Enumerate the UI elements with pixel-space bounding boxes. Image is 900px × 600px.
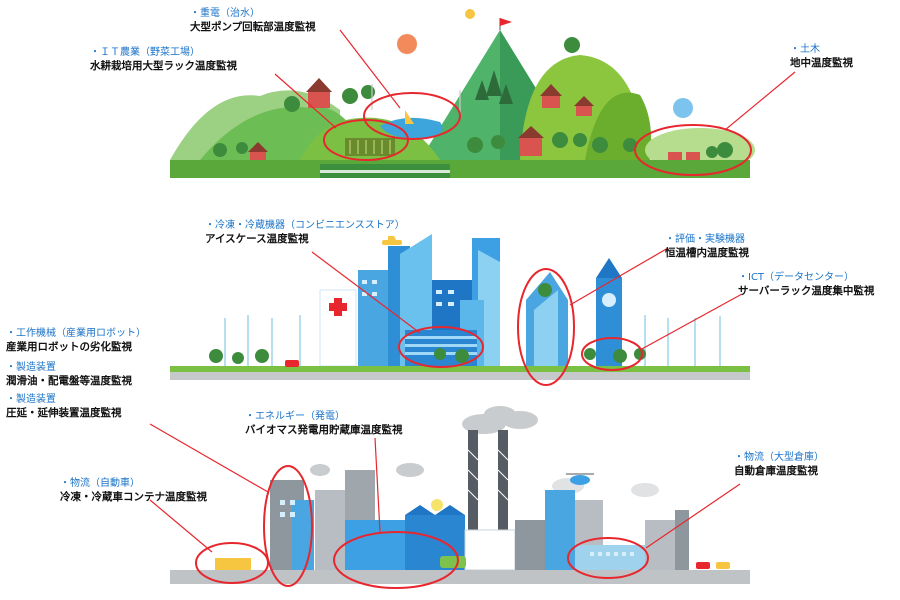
category-text: ・物流（大型倉庫） bbox=[734, 452, 824, 463]
highlight-truck bbox=[195, 542, 269, 584]
description-text: 圧延・延伸装置温度監視 bbox=[6, 406, 122, 419]
highlight-server-rack bbox=[581, 337, 643, 371]
warehouse bbox=[575, 545, 645, 570]
highlight-ice-case bbox=[398, 326, 484, 368]
lamp-icon bbox=[431, 499, 443, 511]
label-ict: ・ICT（データセンター） サーバーラック温度集中監視 bbox=[738, 272, 874, 298]
countryside-scene bbox=[170, 9, 796, 178]
description-text: 恒温槽内温度監視 bbox=[665, 246, 749, 259]
category-text: ・評価・実験機器 bbox=[665, 234, 745, 245]
description-text: アイスケース温度監視 bbox=[205, 232, 309, 245]
label-civil-engineering: ・土木 地中温度監視 bbox=[790, 44, 853, 70]
description-text: バイオマス発電用貯蔵庫温度監視 bbox=[245, 423, 403, 436]
category-text: ・エネルギー（発電） bbox=[245, 411, 345, 422]
category-text: ・製造装置 bbox=[6, 362, 56, 373]
city-scene bbox=[170, 234, 750, 386]
label-manufacturing-2: ・製造装置 圧延・延伸装置温度監視 bbox=[6, 394, 122, 420]
description-text: 産業用ロボットの劣化監視 bbox=[6, 340, 132, 353]
sun-icon bbox=[465, 9, 475, 19]
category-text: ・ＩＴ農業（野菜工場） bbox=[90, 47, 200, 58]
lake bbox=[380, 117, 443, 139]
industry-scene bbox=[149, 406, 750, 589]
highlight-biomass bbox=[333, 531, 459, 589]
label-manufacturing-1: ・製造装置 潤滑油・配電盤等温度監視 bbox=[6, 362, 132, 388]
highlight-ground bbox=[634, 124, 752, 176]
ground bbox=[170, 160, 750, 178]
label-it-agriculture: ・ＩＴ農業（野菜工場） 水耕栽培用大型ラック温度監視 bbox=[90, 47, 237, 73]
airplane-icon bbox=[382, 236, 402, 245]
highlight-thermostatic bbox=[517, 268, 575, 386]
category-text: ・土木 bbox=[790, 44, 820, 55]
description-text: 大型ポンプ回転部温度監視 bbox=[190, 20, 316, 33]
highlight-crop-rack bbox=[323, 119, 409, 161]
ground bbox=[170, 570, 750, 584]
balloon-icon bbox=[397, 34, 417, 54]
highlight-warehouse bbox=[567, 537, 649, 579]
flag-icon bbox=[500, 18, 512, 26]
crop-field bbox=[345, 138, 395, 156]
description-text: サーバーラック温度集中監視 bbox=[738, 284, 875, 297]
label-logistics-vehicle: ・物流（自動車） 冷凍・冷蔵車コンテナ温度監視 bbox=[60, 478, 207, 504]
truck-icon bbox=[440, 556, 466, 568]
label-machine-tool: ・工作機械（産業用ロボット） 産業用ロボットの劣化監視 bbox=[6, 328, 146, 354]
highlight-pump bbox=[363, 92, 461, 140]
category-text: ・冷凍・冷蔵機器（コンビニエンスストア） bbox=[205, 220, 405, 231]
description-text: 地中温度監視 bbox=[790, 56, 853, 69]
label-heavy-electric: ・重電（治水） 大型ポンプ回転部温度監視 bbox=[190, 8, 316, 34]
label-logistics-warehouse: ・物流（大型倉庫） 自動倉庫温度監視 bbox=[734, 452, 824, 478]
category-text: ・ICT（データセンター） bbox=[738, 272, 855, 283]
car-icon bbox=[285, 360, 299, 367]
category-text: ・工作機械（産業用ロボット） bbox=[6, 328, 146, 339]
description-text: 潤滑油・配電盤等温度監視 bbox=[6, 374, 132, 387]
label-evaluation: ・評価・実験機器 恒温槽内温度監視 bbox=[665, 234, 749, 260]
description-text: 自動倉庫温度監視 bbox=[734, 464, 818, 477]
truck-icon bbox=[215, 558, 251, 570]
balloon-icon bbox=[673, 98, 693, 118]
category-text: ・重電（治水） bbox=[190, 8, 260, 19]
description-text: 冷凍・冷蔵車コンテナ温度監視 bbox=[60, 490, 207, 503]
highlight-robot bbox=[263, 465, 313, 587]
category-text: ・物流（自動車） bbox=[60, 478, 140, 489]
car-icon bbox=[696, 562, 710, 569]
biomass-storage bbox=[345, 520, 405, 570]
helicopter-icon bbox=[566, 473, 594, 485]
label-energy: ・エネルギー（発電） バイオマス発電用貯蔵庫温度監視 bbox=[245, 411, 403, 437]
label-refrigeration: ・冷凍・冷蔵機器（コンビニエンスストア） アイスケース温度監視 bbox=[205, 220, 405, 246]
category-text: ・製造装置 bbox=[6, 394, 56, 405]
car-icon bbox=[716, 562, 730, 569]
description-text: 水耕栽培用大型ラック温度監視 bbox=[90, 59, 237, 72]
